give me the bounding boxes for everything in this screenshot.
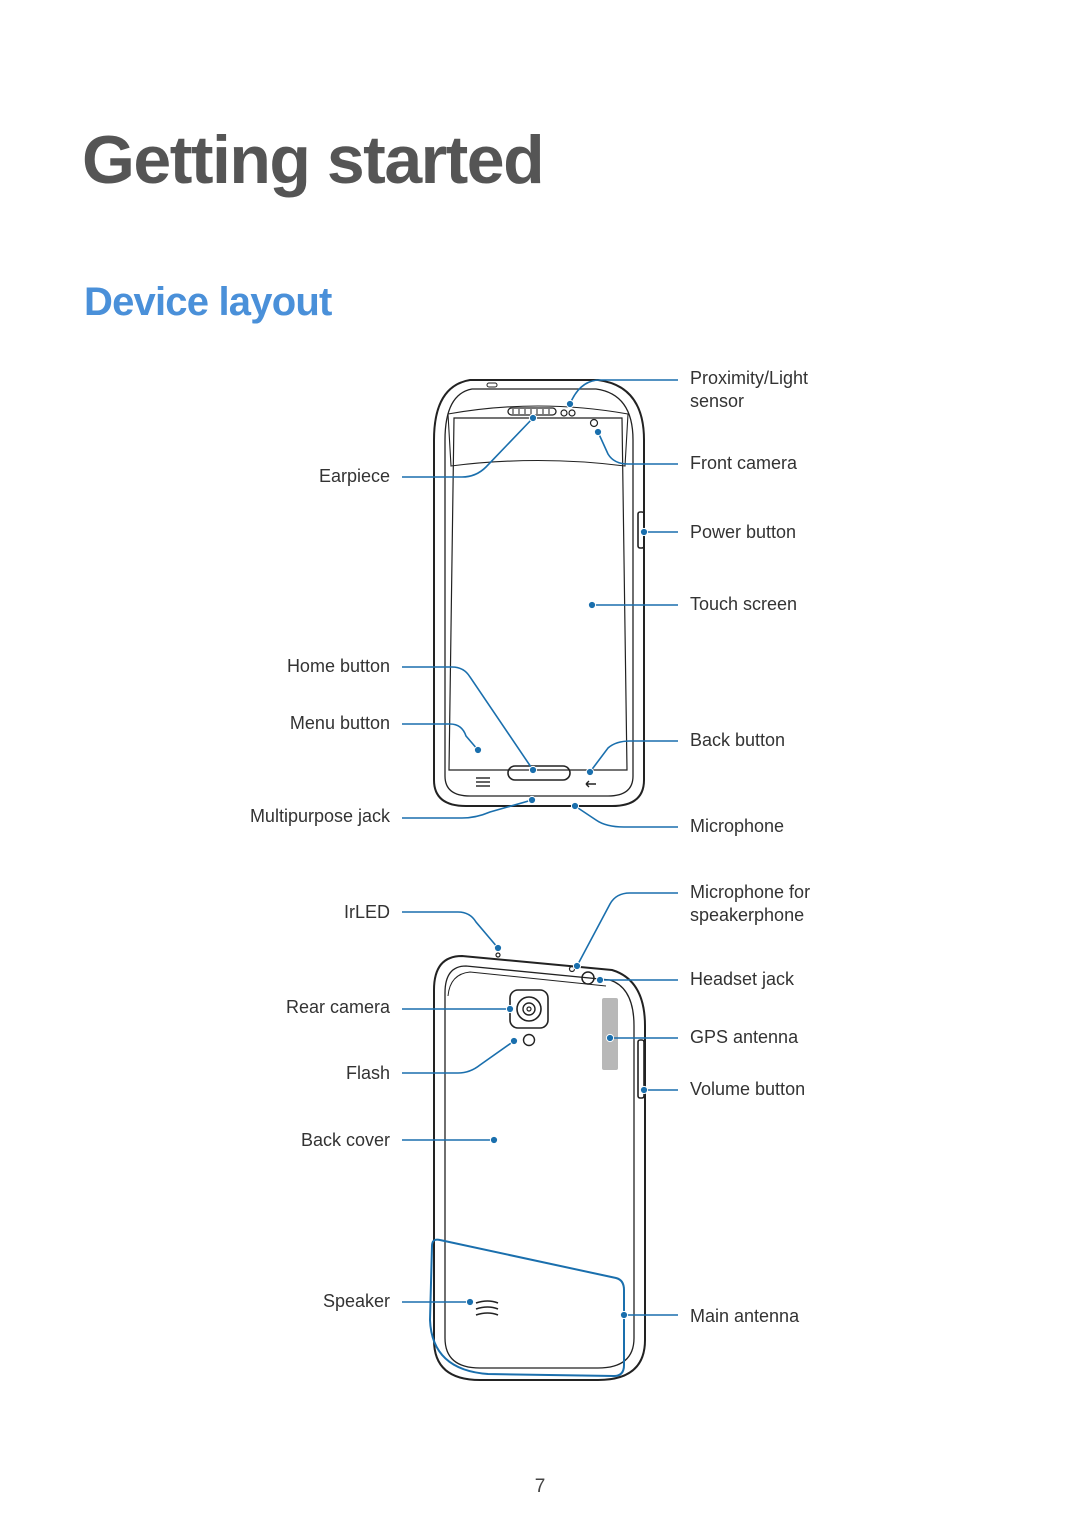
label-irled: IrLED (343, 902, 390, 922)
label-back-button: Back button (690, 730, 786, 750)
label-headset-jack: Headset jack (690, 969, 795, 989)
label-back-cover: Back cover (300, 1130, 390, 1150)
callout-microphone (574, 805, 678, 828)
label-menu-button: Menu button (289, 713, 390, 733)
label-flash: Flash (345, 1063, 390, 1083)
label-microphone: Microphone (690, 816, 785, 836)
label-speaker: Speaker (322, 1291, 390, 1311)
front-phone-illustration (433, 379, 645, 807)
callout-irled (402, 911, 499, 949)
label-gps-antenna: GPS antenna (690, 1027, 799, 1047)
label-power-button: Power button (690, 522, 797, 542)
page-title: Getting started (82, 122, 545, 198)
label-touch-screen: Touch screen (690, 594, 798, 614)
label-earpiece: Earpiece (318, 466, 390, 486)
callout-front-camera (597, 431, 678, 465)
callout-multipurpose-jack (402, 799, 533, 819)
label-home-button: Home button (286, 656, 390, 676)
section-title: Device layout (84, 280, 332, 324)
label-rear-camera: Rear camera (285, 997, 390, 1017)
callout-home-button (402, 666, 534, 771)
page-number: 7 (534, 1476, 546, 1497)
callout-proximity-sensor (569, 379, 678, 405)
callout-menu-button (402, 723, 479, 751)
label-front-camera: Front camera (690, 453, 798, 473)
callout-earpiece (402, 417, 534, 478)
main-antenna-outline (428, 1238, 625, 1378)
callout-mic-speakerphone (576, 892, 678, 967)
label-main-antenna: Main antenna (690, 1306, 800, 1326)
label-mic-speakerphone: Microphone for speakerphone (690, 882, 811, 925)
label-multipurpose-jack: Multipurpose jack (249, 806, 390, 826)
back-phone-illustration (433, 952, 646, 1381)
callout-flash (402, 1040, 515, 1074)
label-proximity-light-sensor: Proximity/Light sensor (690, 368, 809, 411)
callout-back-button (589, 740, 678, 773)
label-volume-button: Volume button (690, 1079, 806, 1099)
